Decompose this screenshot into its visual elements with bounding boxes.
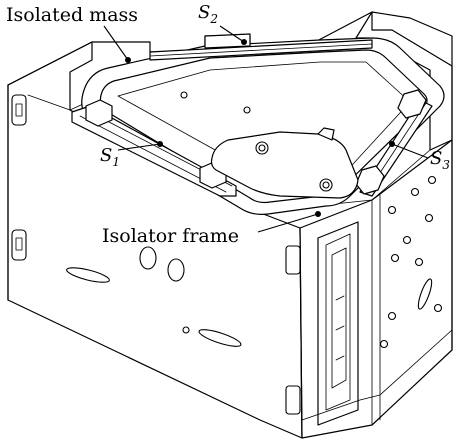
frame-right-holes xyxy=(379,175,443,349)
label-s2-subscript: 2 xyxy=(209,12,218,26)
frame-right-ledge xyxy=(301,329,453,421)
leader-isolator-frame xyxy=(257,213,319,233)
leader-s3 xyxy=(391,143,429,159)
label-s1: S1 xyxy=(100,145,120,169)
left-slot-bottom xyxy=(11,229,27,261)
central-plate-tab xyxy=(317,127,335,141)
right-hole-2 xyxy=(410,187,420,197)
right-hole-8 xyxy=(387,311,397,321)
label-s2: S2 xyxy=(198,2,218,26)
leader-s2 xyxy=(219,25,245,43)
left-slot-top xyxy=(11,94,27,126)
leader-isolated-mass xyxy=(103,25,129,61)
right-hole-1 xyxy=(387,205,397,215)
left-face-bracket-lower xyxy=(285,245,301,275)
label-isolated-mass: Isolated mass xyxy=(6,4,138,26)
right-hole-6 xyxy=(390,253,400,263)
left-face-oval-slot xyxy=(66,267,110,283)
frame-right-block xyxy=(371,194,381,426)
right-hole-5 xyxy=(424,213,434,223)
marker-isolated-mass xyxy=(125,57,131,63)
label-isolator-frame: Isolator frame xyxy=(102,225,239,247)
right-hole-10 xyxy=(433,303,443,313)
frame-side-window-inner xyxy=(325,233,351,411)
right-hole-7 xyxy=(414,257,424,267)
right-hole-9 xyxy=(379,339,389,349)
right-hole-3 xyxy=(427,175,437,185)
label-s1-symbol: S xyxy=(100,145,112,166)
central-plate xyxy=(210,127,359,199)
central-plate-hole-1-inner xyxy=(258,144,266,152)
label-s3-subscript: 3 xyxy=(442,158,450,172)
label-s2-symbol: S xyxy=(198,2,210,23)
left-slot-bottom-detail xyxy=(15,237,23,251)
marker-isolator-frame xyxy=(315,211,321,217)
flexure-s2-geometry xyxy=(149,33,373,61)
frame-top-inner-edge xyxy=(27,94,431,213)
left-face-small-hole xyxy=(182,326,190,334)
marker-s3 xyxy=(389,141,395,147)
flexure-s1-geometry xyxy=(71,99,237,197)
frame-left-cutouts xyxy=(11,94,301,415)
left-face-hole-1 xyxy=(139,246,157,270)
central-plate-hole-2-inner xyxy=(322,181,330,189)
right-hole-4 xyxy=(402,235,412,245)
pocket-hole-2 xyxy=(243,106,251,114)
frame-side-window xyxy=(317,221,359,426)
marker-s1 xyxy=(157,141,163,147)
flexure-s1-block-left xyxy=(85,99,113,127)
left-face-hole-2 xyxy=(167,258,185,282)
left-face-slot-2 xyxy=(198,329,242,347)
label-s3: S3 xyxy=(430,148,450,172)
flexure-s3-block-top xyxy=(397,89,427,119)
leader-s1 xyxy=(117,143,161,151)
pocket-hole-1 xyxy=(180,91,188,99)
flexure-s3-geometry xyxy=(355,89,433,197)
flexure-s2-lines xyxy=(149,43,373,57)
label-s1-subscript: 1 xyxy=(112,155,120,169)
annotations xyxy=(103,25,429,233)
flexure-s2-block xyxy=(204,33,251,49)
marker-s2 xyxy=(241,39,247,45)
right-slot xyxy=(417,278,433,310)
left-face-bracket-bottom xyxy=(285,385,301,415)
left-slot-top-detail xyxy=(15,103,23,117)
label-s3-symbol: S xyxy=(430,148,442,169)
